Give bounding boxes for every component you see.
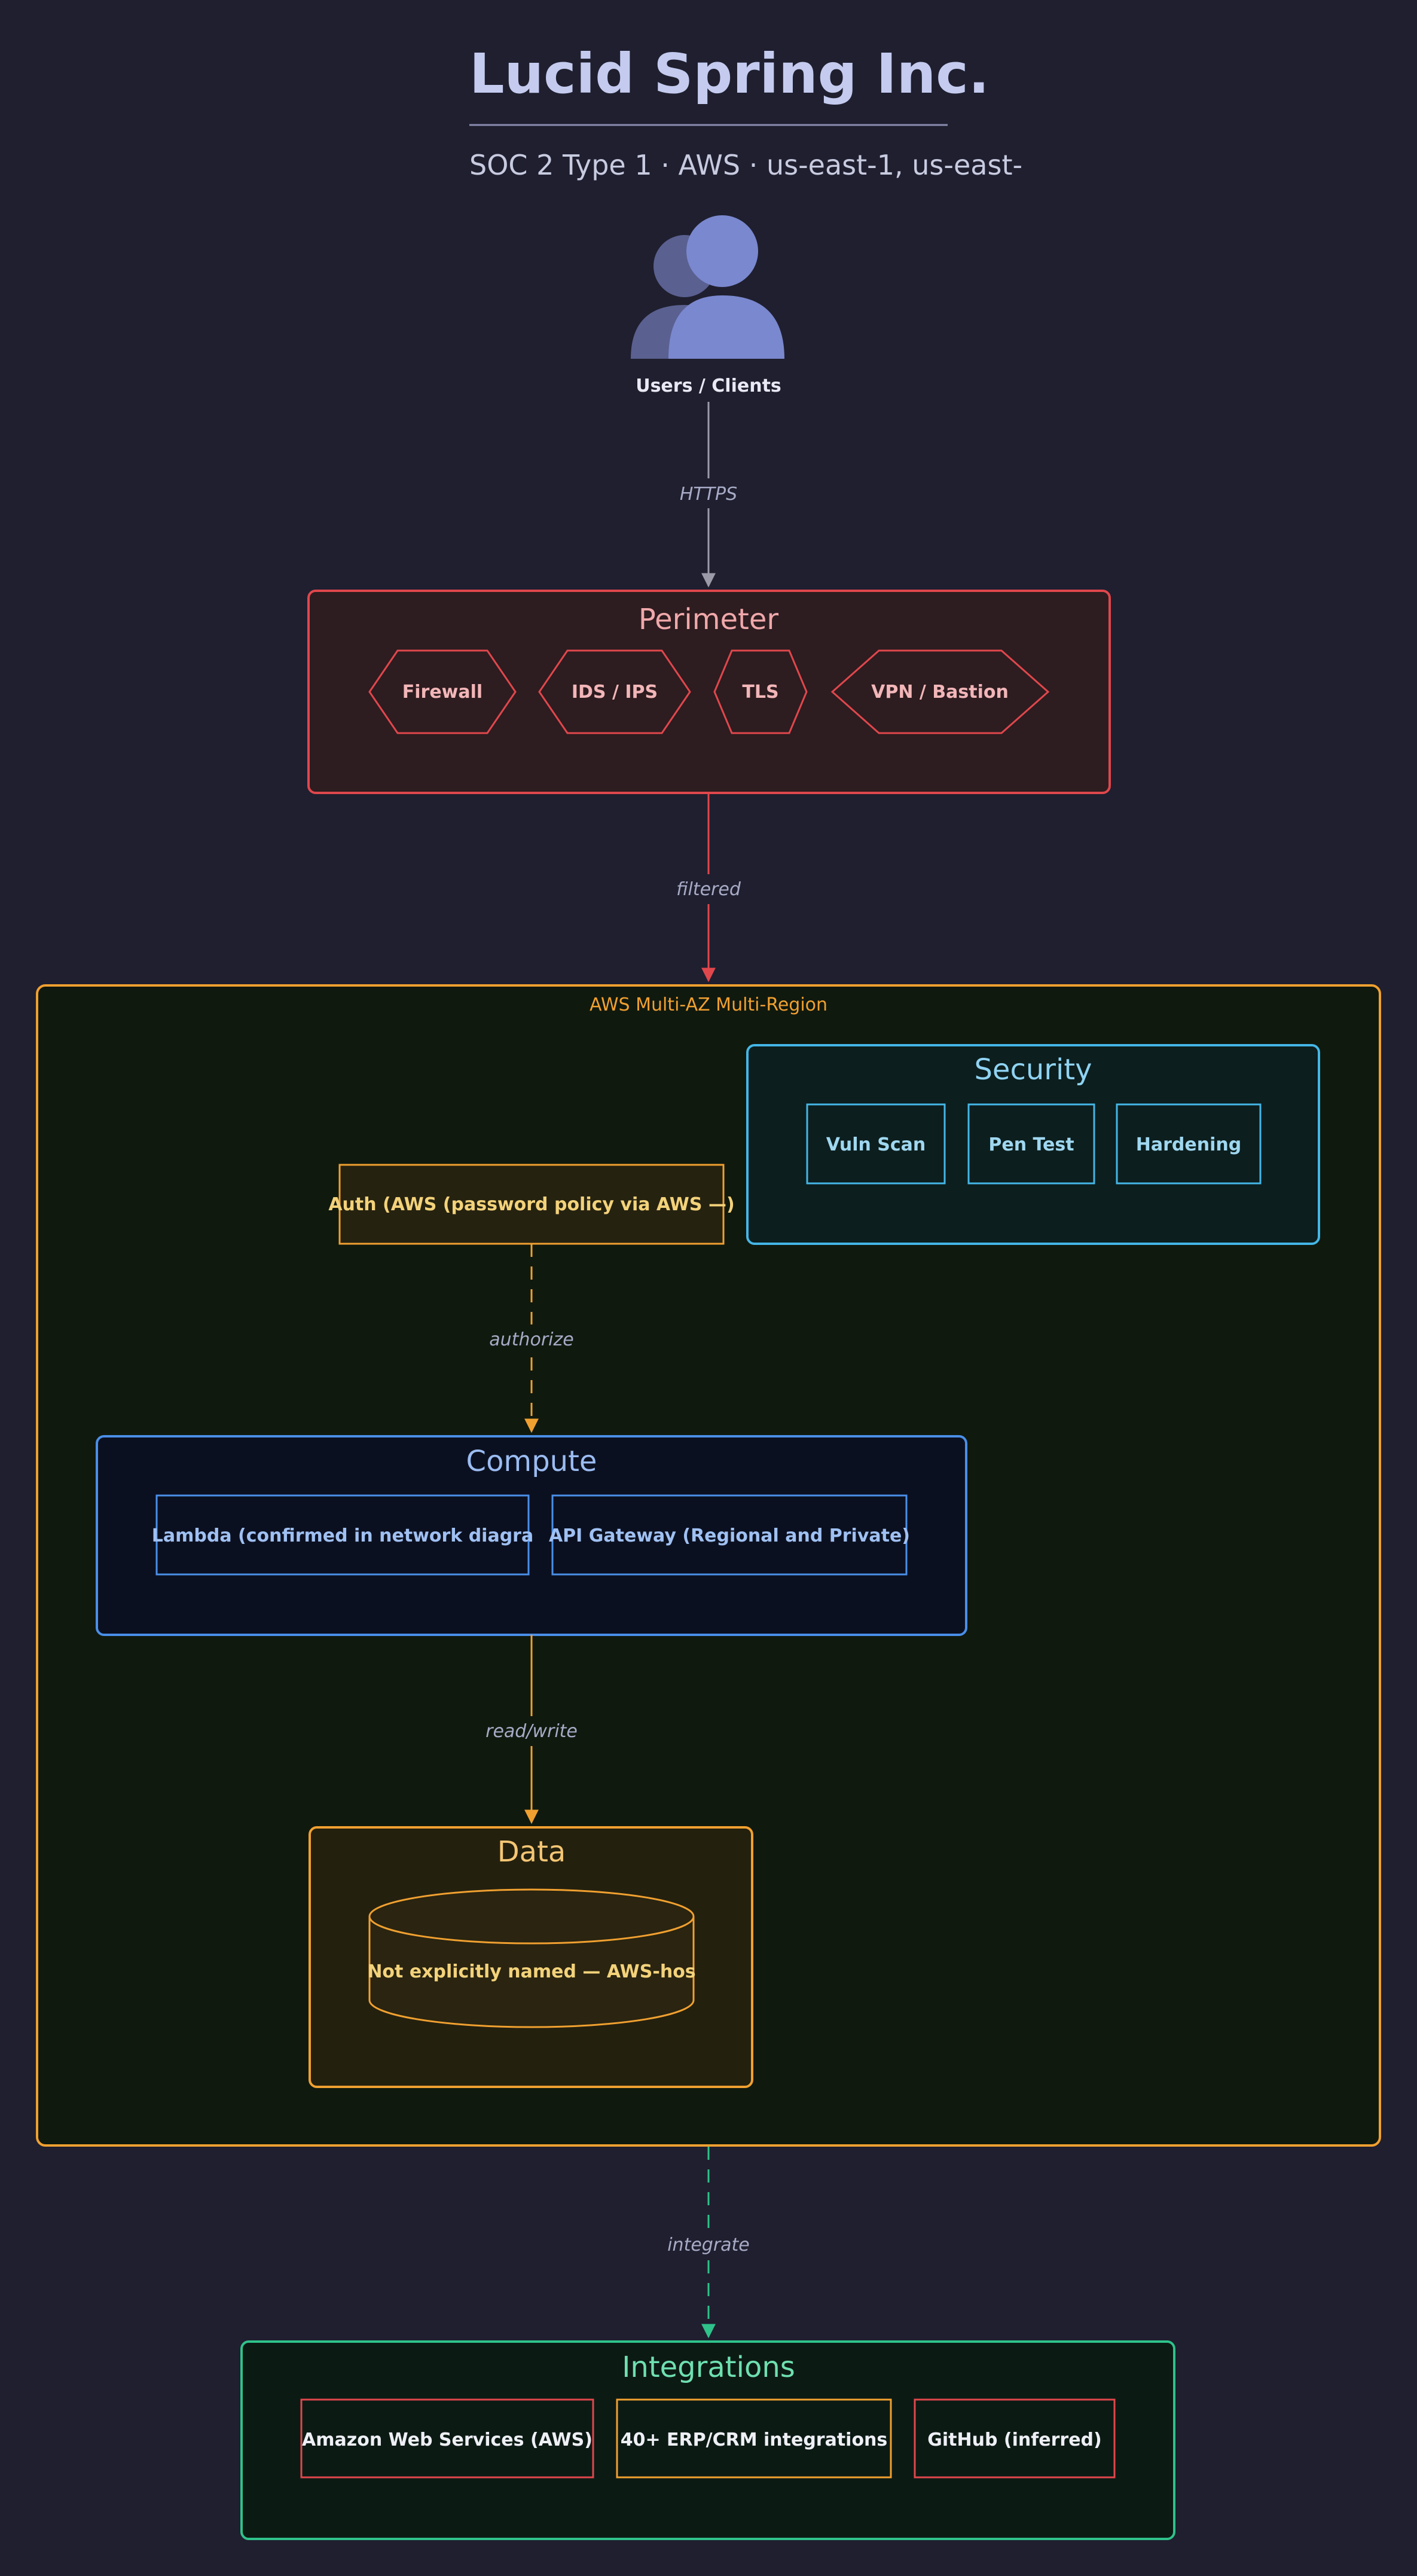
users-icon bbox=[631, 215, 784, 359]
perimeter-group bbox=[307, 590, 1111, 794]
edge-label-https: HTTPS bbox=[680, 484, 737, 505]
auth-node: Auth (AWS (password policy via AWS —) bbox=[328, 1164, 735, 1245]
svg-text:Firewall: Firewall bbox=[402, 682, 482, 703]
edge-label-filtered: filtered bbox=[676, 879, 741, 900]
page-title: Lucid Spring Inc. bbox=[469, 42, 990, 106]
svg-text:API Gateway (Regional and Priv: API Gateway (Regional and Private) bbox=[549, 1525, 910, 1546]
svg-text:TLS: TLS bbox=[742, 682, 778, 703]
security-node-pen-test: Pen Test bbox=[967, 1103, 1095, 1185]
compute-title: Compute bbox=[466, 1445, 597, 1478]
svg-text:Pen Test: Pen Test bbox=[988, 1134, 1074, 1155]
perimeter-title: Perimeter bbox=[639, 603, 778, 636]
svg-text:Amazon Web Services (AWS): Amazon Web Services (AWS) bbox=[302, 2430, 593, 2450]
integration-node-aws: Amazon Web Services (AWS) bbox=[300, 2398, 594, 2479]
integration-node-erp-crm: 40+ ERP/CRM integrations bbox=[616, 2398, 892, 2479]
svg-text:IDS / IPS: IDS / IPS bbox=[572, 682, 658, 703]
perimeter-node-firewall: Firewall bbox=[368, 649, 517, 734]
users-label: Users / Clients bbox=[636, 376, 781, 396]
region-label: AWS Multi-AZ Multi-Region bbox=[590, 994, 827, 1015]
perimeter-node-ids-ips: IDS / IPS bbox=[538, 649, 691, 734]
edge-label-integrate: integrate bbox=[667, 2235, 750, 2255]
security-title: Security bbox=[974, 1053, 1092, 1086]
svg-text:Vuln Scan: Vuln Scan bbox=[826, 1134, 926, 1155]
perimeter-node-tls: TLS bbox=[713, 649, 808, 734]
security-node-hardening: Hardening bbox=[1116, 1103, 1262, 1185]
perimeter-node-vpn-bastion: VPN / Bastion bbox=[830, 649, 1050, 734]
database-node: Not explicitly named — AWS-hos bbox=[367, 1888, 696, 2028]
svg-text:Lambda (confirmed in network d: Lambda (confirmed in network diagra bbox=[152, 1525, 533, 1546]
svg-text:Hardening: Hardening bbox=[1136, 1134, 1241, 1155]
page-subtitle: SOC 2 Type 1 · AWS · us-east-1, us-east- bbox=[469, 149, 1022, 181]
compute-node-lambda: Lambda (confirmed in network diagra bbox=[152, 1494, 533, 1576]
security-node-vuln-scan: Vuln Scan bbox=[806, 1103, 946, 1185]
svg-text:Auth (AWS (password policy via: Auth (AWS (password policy via AWS —) bbox=[328, 1194, 734, 1215]
compute-node-api-gateway: API Gateway (Regional and Private) bbox=[549, 1494, 910, 1576]
edge-label-authorize: authorize bbox=[489, 1329, 573, 1350]
svg-text:40+ ERP/CRM integrations: 40+ ERP/CRM integrations bbox=[621, 2430, 888, 2450]
edge-label-read-write: read/write bbox=[485, 1721, 578, 1742]
svg-text:VPN / Bastion: VPN / Bastion bbox=[871, 682, 1009, 703]
svg-text:Not explicitly named — AWS-hos: Not explicitly named — AWS-hos bbox=[367, 1961, 695, 1982]
integrations-title: Integrations bbox=[622, 2351, 795, 2384]
data-title: Data bbox=[497, 1835, 566, 1869]
integration-node-github: GitHub (inferred) bbox=[914, 2398, 1116, 2479]
svg-text:GitHub (inferred): GitHub (inferred) bbox=[927, 2430, 1102, 2450]
